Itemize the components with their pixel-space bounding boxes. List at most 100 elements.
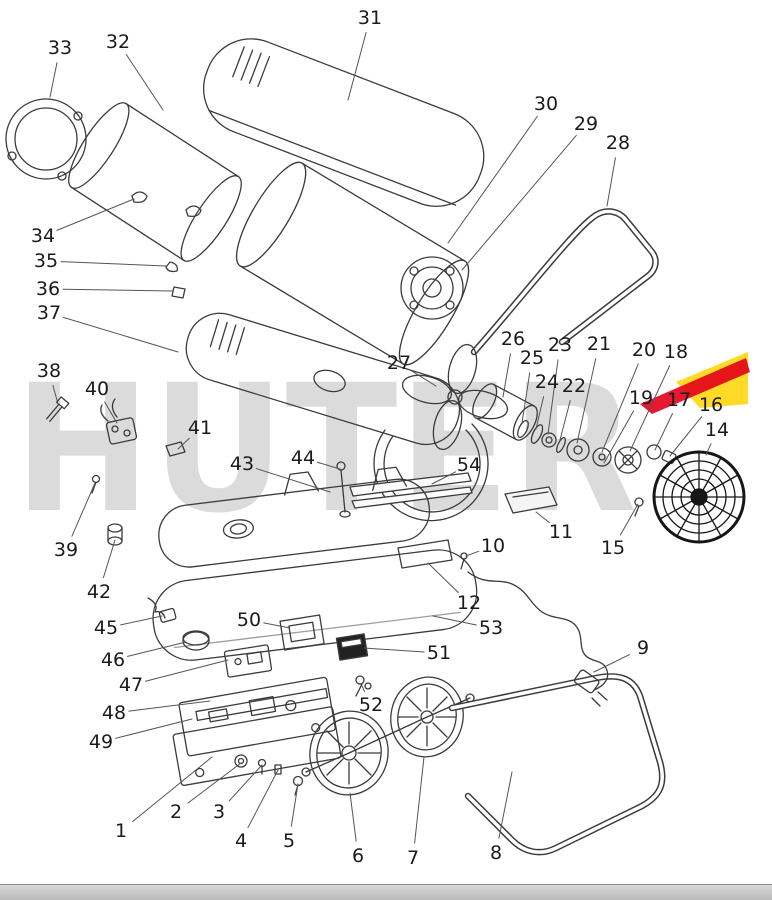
leader-line-52	[361, 685, 366, 692]
part-washer-2	[234, 754, 248, 768]
part-nozzle-bracket	[504, 486, 558, 514]
leader-line-5	[290, 783, 299, 827]
part-outer-shell	[235, 161, 470, 366]
part-screw-38	[46, 396, 70, 423]
leader-line-43	[255, 468, 331, 493]
part-handle-frame	[470, 208, 659, 356]
part-inner-shell	[68, 102, 242, 262]
part-screw-3	[257, 758, 267, 775]
leader-line-30	[447, 115, 538, 244]
part-clamps	[131, 191, 202, 218]
part-front-panel	[178, 676, 336, 757]
part-fan	[401, 343, 509, 451]
part-wheel-left	[309, 710, 389, 796]
part-clip-35	[165, 261, 178, 273]
leader-line-44	[316, 461, 341, 470]
part-motor-plate	[400, 256, 464, 320]
leader-line-22	[559, 400, 571, 441]
leader-line-6	[349, 792, 357, 842]
leader-line-4	[247, 769, 279, 829]
leader-line-40	[104, 401, 118, 424]
leader-line-29	[461, 134, 577, 271]
page-footer-bar	[0, 884, 772, 900]
leader-line-35	[60, 261, 167, 267]
part-fan-shroud	[373, 423, 489, 522]
leader-line-18	[629, 365, 671, 452]
leader-line-2	[187, 762, 242, 804]
part-base-frame	[172, 706, 342, 787]
leader-line-1	[132, 756, 213, 823]
part-screw-10	[460, 552, 468, 570]
leader-line-45	[120, 615, 163, 626]
part-wheel-right	[390, 676, 464, 758]
leader-line-51	[363, 647, 425, 653]
leader-line-42	[102, 539, 116, 579]
part-long-bolt	[336, 461, 351, 518]
part-cap-42	[107, 523, 123, 546]
leader-line-14	[705, 443, 712, 456]
part-power-cord	[467, 571, 609, 707]
leader-line-53	[432, 615, 477, 626]
leader-lines	[49, 31, 712, 844]
part-motor	[472, 383, 538, 441]
leader-line-36	[62, 288, 173, 292]
part-front-ring	[5, 98, 87, 181]
leader-line-23	[547, 359, 559, 435]
brand-logo-swoosh	[640, 352, 750, 414]
leader-line-8	[498, 771, 513, 839]
part-tank-cap	[182, 630, 210, 651]
leader-line-7	[414, 756, 425, 844]
leader-line-31	[347, 31, 367, 101]
leader-line-27	[411, 370, 437, 387]
part-combustion-chamber	[185, 312, 461, 446]
leader-line-49	[115, 718, 193, 739]
part-support-rail	[349, 472, 473, 509]
leader-line-12	[427, 562, 459, 594]
leader-line-26	[502, 353, 511, 398]
leader-line-47	[145, 659, 229, 682]
leader-line-54	[431, 471, 457, 485]
part-fuel-filter	[147, 597, 177, 623]
part-fan-guard	[652, 450, 746, 544]
leader-line-41	[177, 437, 190, 450]
leader-line-10	[465, 550, 480, 557]
part-bolt-15	[634, 497, 644, 517]
part-bracket-41	[165, 441, 186, 457]
leader-line-24	[535, 396, 545, 430]
part-screw-39	[91, 474, 101, 494]
leader-line-38	[52, 384, 59, 405]
part-axle	[301, 693, 475, 777]
part-mount-bar	[195, 687, 329, 722]
leader-line-19	[603, 410, 635, 464]
part-support-frame	[448, 673, 666, 856]
part-control-box	[223, 644, 273, 678]
leader-line-37	[62, 316, 179, 353]
leader-line-3	[228, 764, 263, 802]
leader-line-50	[263, 622, 291, 629]
part-top-cover	[202, 38, 485, 207]
leader-line-21	[576, 358, 597, 444]
part-ignition-unit	[100, 398, 138, 445]
leader-line-16	[669, 416, 703, 457]
leader-line-20	[601, 363, 639, 453]
part-cable-grommet	[355, 675, 372, 697]
leader-line-9	[593, 654, 631, 673]
part-rating-label	[335, 633, 369, 661]
part-clip-36	[171, 286, 186, 299]
part-pump-components	[517, 420, 677, 474]
part-cover-plate	[279, 614, 325, 651]
leader-line-28	[606, 157, 616, 207]
part-screw-4	[274, 764, 282, 775]
leader-line-46	[127, 641, 187, 657]
leader-line-32	[125, 54, 164, 111]
leader-line-34	[56, 198, 135, 231]
leader-line-11	[535, 511, 550, 524]
part-tank-top	[158, 466, 431, 568]
logo-red-shape	[640, 358, 750, 414]
leader-line-15	[619, 503, 639, 536]
part-lower-bracket	[397, 539, 453, 569]
leader-line-33	[49, 62, 58, 98]
leader-line-25	[521, 372, 531, 424]
